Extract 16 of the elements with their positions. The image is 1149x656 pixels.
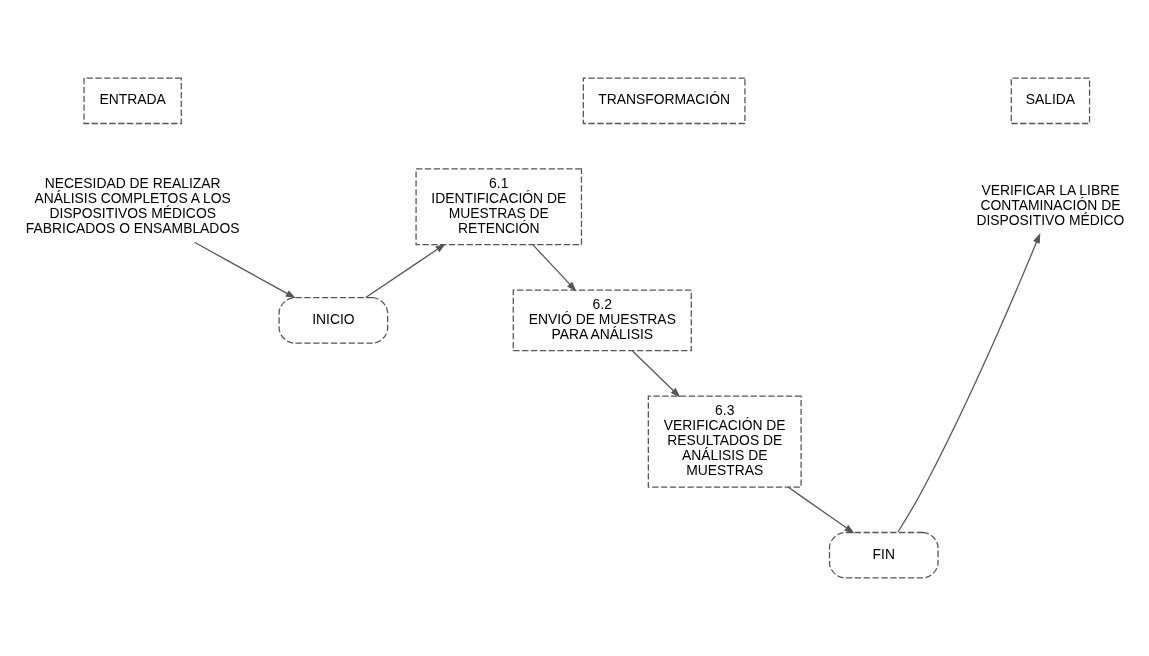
node-box: ENTRADA [83,77,182,125]
node-box: 6.2 ENVIÓ DE MUESTRAS PARA ANÁLISIS [512,289,692,352]
node-text: NECESIDAD DE REALIZAR ANÁLISIS COMPLETOS A LOS DISPOSITIVOS MÉDICOS FABRICADOS O ENSAMBLADOS [25,174,240,237]
node-box: 6.3 VERIFICACIÓN DE RESULTADOS DE ANÁLISIS DE MUESTRAS [647,395,802,488]
node-box: SALIDA [1010,77,1091,125]
arrow [365,243,446,299]
node-box: TRANSFORMACIÓN [582,77,746,125]
node-box: 6.1 IDENTIFICACIÓN DE MUESTRAS DE RETENCIÓN [415,168,583,246]
node-box: FIN [828,531,939,579]
arrow [193,241,296,299]
arrow [532,244,577,292]
arrow [631,350,681,398]
arrow [787,486,855,534]
arrow [897,232,1041,533]
node-box: INICIO [278,297,389,344]
node-text: VERIFICAR LA LIBRE CONTAMINACIÓN DE DISPOSITIVO MÉDICO [976,182,1125,229]
